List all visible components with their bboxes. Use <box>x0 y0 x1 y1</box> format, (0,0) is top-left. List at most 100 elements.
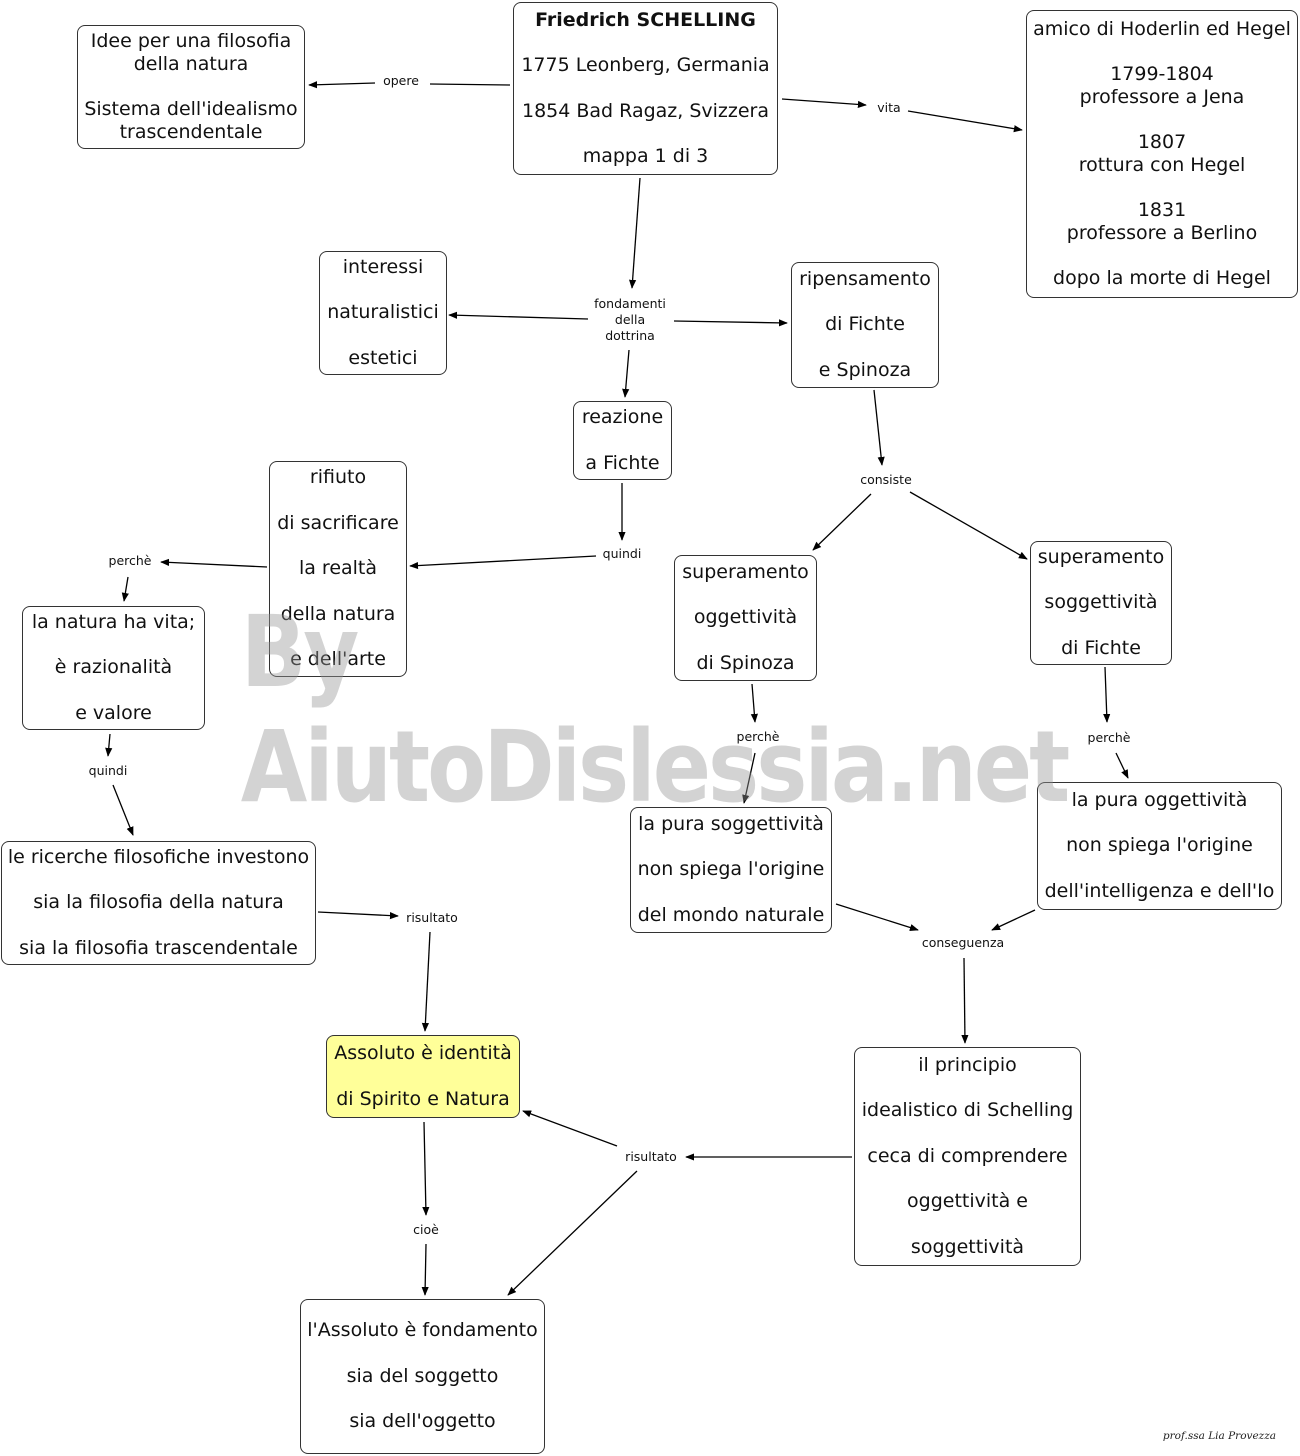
link-ripensamento-consiste <box>873 389 885 466</box>
link-risultato-assoluto-fondamento <box>507 1170 638 1296</box>
label-risultato-principio: risultato <box>623 1149 679 1165</box>
link-vita-node <box>907 110 1023 133</box>
link-superamento-ogg-perche <box>750 683 758 723</box>
node-text-line: 1807 <box>1137 131 1187 154</box>
node-text-line: sia del soggetto <box>346 1364 499 1387</box>
node-text-line: del mondo naturale <box>637 903 825 926</box>
link-quindi-rifiuto <box>409 555 597 570</box>
node-text-line: professore a Jena <box>1079 85 1245 108</box>
label-consiste: consiste <box>858 472 914 488</box>
node-superamento-oggettivita: superamento oggettività di Spinoza <box>674 555 817 681</box>
link-superamento-sogg-perche <box>1103 666 1111 723</box>
label-conseguenza: conseguenza <box>919 935 1007 951</box>
link-schelling-opere <box>429 83 511 86</box>
node-text-line: oggettività <box>693 606 798 629</box>
node-text-line: 1854 Bad Ragaz, Svizzera <box>521 99 770 122</box>
label-perche-rifiuto: perchè <box>106 553 154 569</box>
node-text-line: Assoluto è identità <box>334 1042 512 1064</box>
node-text-line: Idee per una filosofia <box>90 30 292 53</box>
node-text-line: il principio <box>918 1053 1017 1076</box>
node-text-line: non spiega l'origine <box>637 858 825 881</box>
label-risultato-ricerche: risultato <box>404 910 460 926</box>
node-text-line: amico di Hoderlin ed Hegel <box>1033 17 1291 40</box>
node-text-line: dell'intelligenza e dell'Io <box>1044 879 1275 902</box>
label-vita: vita <box>875 100 903 116</box>
node-text-line: l'Assoluto è fondamento <box>307 1319 538 1342</box>
label-perche-fichte: perchè <box>1085 730 1133 746</box>
node-text-line: superamento <box>1037 545 1165 568</box>
node-text-line: è razionalità <box>54 656 173 679</box>
node-text-line: di sacrificare <box>277 511 399 534</box>
node-text-line: sia la filosofia trascendentale <box>19 936 298 959</box>
link-schelling-vita <box>781 98 867 109</box>
node-text-line: di Spinoza <box>696 651 795 674</box>
label-opere: opere <box>381 73 421 89</box>
node-text-line: la pura soggettività <box>638 812 824 835</box>
author-signature: prof.ssa Lia Provezza <box>1162 1430 1276 1442</box>
node-schelling: Friedrich SCHELLING 1775 Leonberg, German… <box>513 2 778 175</box>
node-text-line: ceca di comprendere <box>867 1144 1068 1167</box>
node-text-line: reazione <box>581 406 664 428</box>
link-schelling-fondamenti <box>628 177 641 289</box>
node-text-line: mappa 1 di 3 <box>582 145 709 168</box>
node-text-line: soggettività <box>1044 591 1158 614</box>
link-conseguenza-principio <box>961 957 969 1044</box>
node-text-line: e valore <box>75 701 152 724</box>
link-pura-sogg-conseguenza <box>835 903 919 931</box>
link-ricerche-risultato <box>317 911 399 920</box>
link-pura-ogg-conseguenza <box>991 909 1036 931</box>
link-risultato-assoluto-identita <box>522 1110 618 1147</box>
node-text-line: rifiuto <box>309 466 367 489</box>
node-text-line: la pura oggettività <box>1071 788 1248 811</box>
link-consiste-superamento-ogg <box>812 493 872 551</box>
node-text-line: non spiega l'origine <box>1066 834 1253 857</box>
node-text-line: professore a Berlino <box>1066 222 1258 245</box>
node-text-line: rottura con Hegel <box>1078 154 1246 176</box>
node-text-line: ripensamento <box>799 267 931 290</box>
node-text-line: di Fichte <box>1061 636 1141 659</box>
node-text-line: 1831 <box>1137 199 1187 222</box>
node-text-line: Friedrich SCHELLING <box>535 9 756 32</box>
node-natura-vita: la natura ha vita; è razionalità e valore <box>22 606 205 730</box>
node-superamento-soggettivita: superamento soggettività di Fichte <box>1030 541 1172 665</box>
label-cioe: cioè <box>411 1222 441 1238</box>
node-text-line: naturalistici <box>327 301 439 324</box>
node-text-line: trascendentale <box>119 121 263 144</box>
link-perche-pura-ogg <box>1115 752 1129 779</box>
node-text-line: e dell'arte <box>290 648 386 671</box>
link-fondamenti-reazione <box>622 349 630 398</box>
label-perche-spinoza: perchè <box>734 729 782 745</box>
link-fondamenti-interessi <box>448 311 589 320</box>
node-text-line: sia dell'oggetto <box>349 1410 496 1433</box>
link-risultato-assoluto <box>421 931 431 1032</box>
node-text-line: la realtà <box>298 557 378 580</box>
node-text-line: e Spinoza <box>818 358 912 381</box>
node-text-line: soggettività <box>910 1235 1025 1258</box>
node-text-line: le ricerche filosofiche investono <box>7 845 310 868</box>
node-text-line: sia la filosofia della natura <box>33 891 284 914</box>
node-text-line: di Spirito e Natura <box>336 1087 510 1110</box>
node-text-line: 1799-1804 <box>1110 63 1214 86</box>
node-ripensamento: ripensamento di Fichte e Spinoza <box>791 262 939 388</box>
node-assoluto-identita: Assoluto è identità di Spirito e Natura <box>326 1035 520 1118</box>
link-quindi-ricerche <box>112 784 134 836</box>
node-text-line: 1775 Leonberg, Germania <box>521 54 770 77</box>
label-quindi-natura: quindi <box>86 763 130 779</box>
node-text-line: di Fichte <box>825 313 905 336</box>
link-cioe-fondamento <box>421 1243 429 1296</box>
link-rifiuto-perche <box>160 558 268 568</box>
node-ricerche: le ricerche filosofiche investono sia la … <box>1 841 316 965</box>
node-text-line: superamento <box>682 560 809 583</box>
node-text-line: oggettività e <box>907 1190 1028 1213</box>
link-perche-pura-sogg <box>742 752 756 804</box>
node-pura-oggettivita: la pura oggettività non spiega l'origine d… <box>1037 782 1282 910</box>
node-pura-soggettivita: la pura soggettività non spiega l'origine… <box>630 807 832 933</box>
node-text-line: la natura ha vita; <box>31 610 196 633</box>
